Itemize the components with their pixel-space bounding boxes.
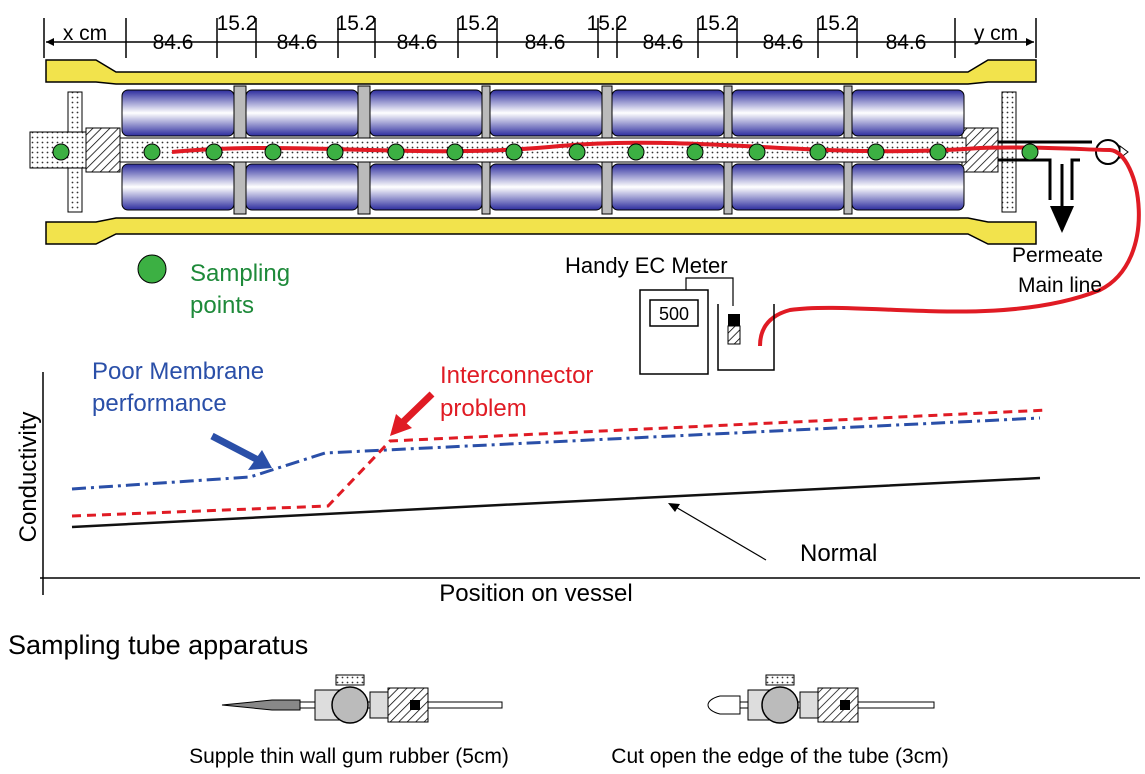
interconnector-label-line1: Interconnector	[440, 362, 593, 389]
outlet-pipe-bottom	[998, 158, 1052, 200]
ec-meter: Handy EC Meter 500	[565, 253, 775, 375]
dim-seg-2: 84.6	[277, 31, 318, 54]
poor-membrane-label-line2: performance	[92, 390, 227, 417]
sampling-legend: Sampling points	[137, 254, 290, 319]
dim-seg-1: 15.2	[217, 12, 258, 35]
sampling-point[interactable]	[627, 143, 645, 161]
sampling-point[interactable]	[264, 143, 282, 161]
cut-tube-tip	[707, 695, 741, 715]
housing-top	[45, 59, 1037, 85]
meter-title: Handy EC Meter	[565, 253, 728, 278]
sampling-point[interactable]	[929, 143, 947, 161]
gum-rubber-tip	[221, 699, 301, 711]
dim-seg-3: 15.2	[336, 12, 377, 35]
dim-seg-6: 84.6	[525, 31, 566, 54]
sampling-point[interactable]	[387, 143, 405, 161]
dim-seg-7: 15.2	[587, 12, 628, 35]
legend-label-line2: points	[190, 292, 254, 319]
apparatus-title: Sampling tube apparatus	[8, 630, 308, 660]
dim-x-label: x cm	[63, 22, 107, 45]
series-poor-membrane-line	[71, 416, 1041, 491]
apparatus-left	[221, 674, 503, 724]
apparatus-caption-right: Cut open the edge of the tube (3cm)	[611, 745, 948, 768]
meter-display-value: 500	[659, 304, 689, 324]
legend-label-line1: Sampling	[190, 260, 290, 287]
probe-sensor	[727, 325, 741, 345]
dim-seg-10: 84.6	[763, 31, 804, 54]
sampling-points	[52, 143, 1039, 161]
valve-handle-right	[765, 674, 795, 686]
normal-pointer	[673, 505, 767, 561]
permeate-label-line2: Main line	[1018, 274, 1102, 297]
x-axis-label: Position on vessel	[439, 580, 632, 607]
conductivity-chart: Conductivity Position on vessel Poor Mem…	[15, 358, 1140, 607]
valve-handle	[335, 674, 365, 686]
sampling-point[interactable]	[326, 143, 344, 161]
dim-seg-0: 84.6	[153, 31, 194, 54]
housing-bottom	[45, 217, 1037, 245]
poor-membrane-label-line1: Poor Membrane	[92, 358, 264, 385]
fitting-left	[387, 687, 429, 723]
sampling-point[interactable]	[809, 143, 827, 161]
dimension-labels: x cm 84.6 15.2 84.6 15.2 84.6 15.2 84.6 …	[63, 12, 1018, 54]
meter-cable	[685, 277, 734, 306]
valve-body	[331, 686, 369, 724]
sample-beaker	[717, 304, 775, 371]
sampling-point[interactable]	[446, 143, 464, 161]
valve-body-right	[761, 686, 799, 724]
dim-seg-8: 84.6	[643, 31, 684, 54]
normal-label: Normal	[800, 540, 877, 567]
sampling-tube	[171, 140, 1141, 347]
apparatus-right	[707, 674, 935, 724]
interconnector-arrow	[398, 391, 435, 427]
sampling-point[interactable]	[52, 143, 70, 161]
dim-seg-12: 84.6	[886, 31, 927, 54]
permeate-label-line1: Permeate	[1012, 244, 1103, 267]
sampling-point[interactable]	[867, 143, 885, 161]
dim-seg-5: 15.2	[457, 12, 498, 35]
sampling-point[interactable]	[505, 143, 523, 161]
fitting-right	[817, 687, 859, 723]
adapter-left	[85, 127, 121, 173]
dim-seg-11: 15.2	[817, 12, 858, 35]
dimension-row	[43, 18, 1037, 58]
dim-seg-4: 84.6	[397, 31, 438, 54]
legend-point-icon	[137, 254, 167, 284]
series-normal-line	[71, 476, 1041, 529]
sampling-point[interactable]	[205, 143, 223, 161]
sampling-point[interactable]	[1021, 143, 1039, 161]
dim-y-label: y cm	[974, 22, 1018, 45]
sampling-point[interactable]	[568, 143, 586, 161]
end-plate-right	[1001, 91, 1017, 213]
series-interconnector-line	[71, 408, 1049, 518]
y-axis-label: Conductivity	[15, 412, 42, 543]
sampling-point[interactable]	[686, 143, 704, 161]
interconnector-label-line2: problem	[440, 395, 527, 422]
meter-display	[649, 299, 699, 327]
sampling-point[interactable]	[748, 143, 766, 161]
pressure-vessel	[29, 59, 1141, 347]
sampling-point[interactable]	[143, 143, 161, 161]
membrane-elements	[121, 89, 965, 211]
poor-membrane-arrow	[210, 432, 260, 464]
probe-head	[728, 314, 740, 326]
dim-seg-9: 15.2	[697, 12, 738, 35]
apparatus-caption-left: Supple thin wall gum rubber (5cm)	[189, 745, 509, 768]
